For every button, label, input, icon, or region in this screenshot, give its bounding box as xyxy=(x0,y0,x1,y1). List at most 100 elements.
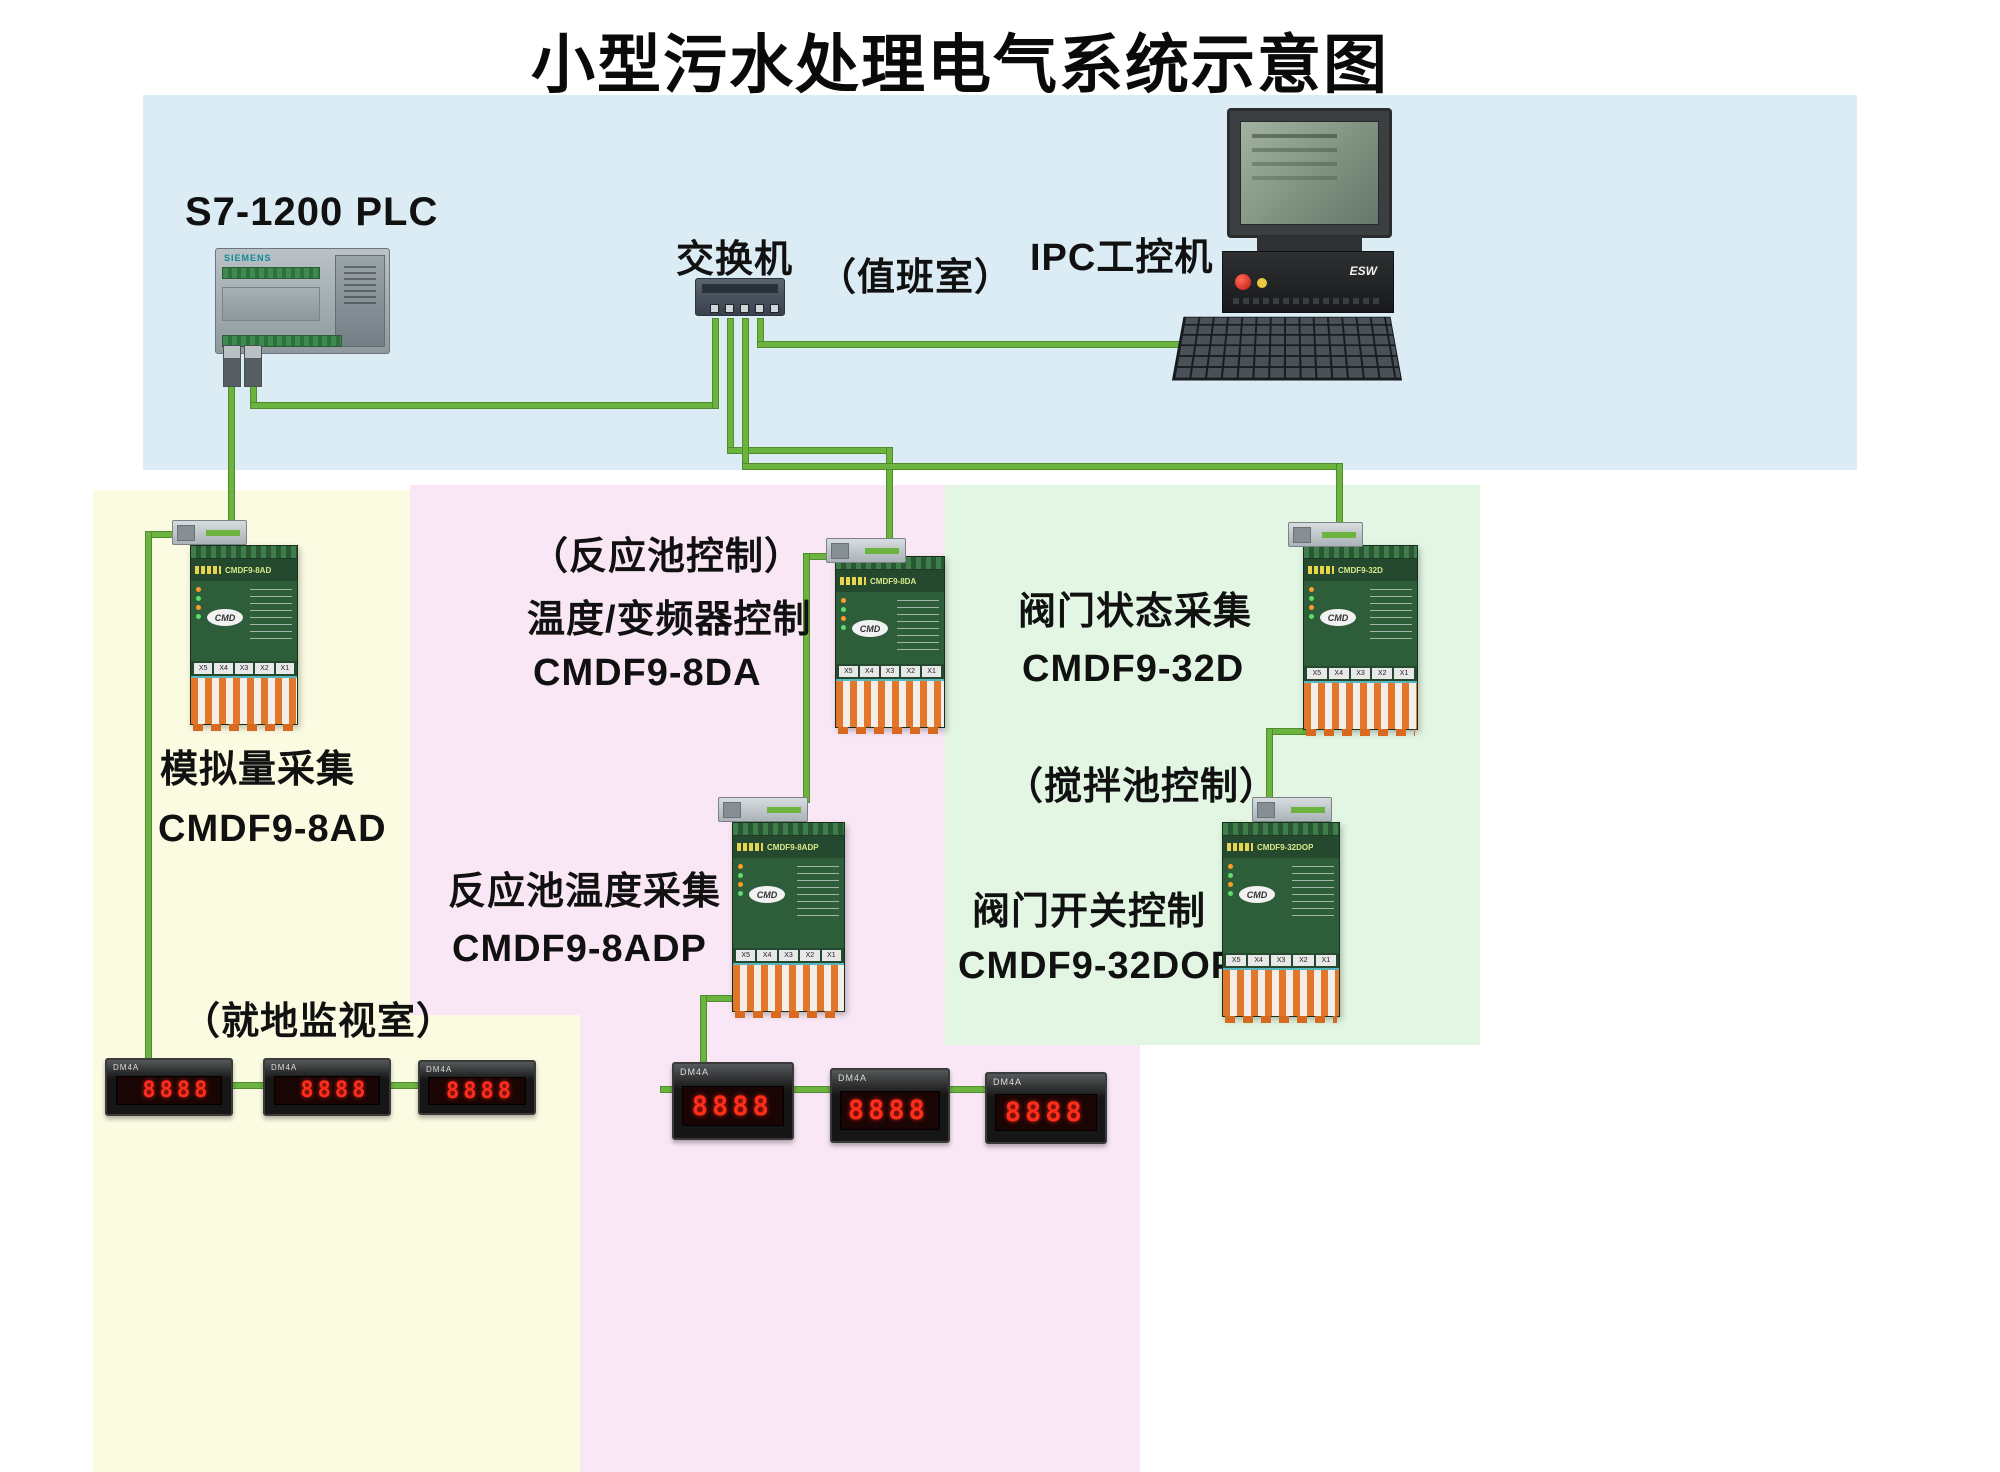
port-label: X2 xyxy=(1293,955,1314,966)
port-label: X1 xyxy=(1394,668,1414,679)
cmdf9-8adp-label: CMDF9-8ADP xyxy=(452,928,707,970)
meter-display: 8888 xyxy=(995,1094,1097,1132)
panel-meter: DM4A 8888 xyxy=(672,1062,794,1140)
module-spec-text xyxy=(897,600,939,654)
meter-digits: 8888 xyxy=(691,1090,773,1122)
module-header: CMDF9-8ADP xyxy=(733,836,844,858)
meter-digits: 8888 xyxy=(1004,1097,1086,1129)
panel-meter: DM4A 8888 xyxy=(985,1072,1107,1144)
local-monitoring-room-label: （就地监视室） xyxy=(182,1001,456,1043)
module-brand-logo: CMD xyxy=(207,609,243,626)
module-header: CMDF9-32D xyxy=(1304,559,1417,581)
chassis-brand-text: ESW xyxy=(1349,264,1377,278)
valve-switch-control-label: 阀门开关控制 xyxy=(972,891,1207,933)
module-port-labels: X5 X4 X3 X2 X1 xyxy=(191,661,297,676)
module-body: CMD xyxy=(836,592,944,664)
io-module-cmdf9-32d: CMDF9-32D CMD X5 X4 X3 X2 X1 xyxy=(1303,545,1418,736)
module-port-labels: X5 X4 X3 X2 X1 xyxy=(836,664,944,679)
module-spec-text xyxy=(250,589,292,643)
port-label: X5 xyxy=(194,663,213,674)
panel-meter: DM4A 8888 xyxy=(830,1068,950,1143)
module-status-leds xyxy=(1228,864,1233,896)
module-brand-logo: CMD xyxy=(749,886,785,903)
cable-32d-stub xyxy=(1266,728,1311,735)
module-model-text: CMDF9-8ADP xyxy=(767,842,819,852)
module-top-terminal xyxy=(1304,546,1417,559)
port-label: X5 xyxy=(736,950,756,961)
cable-switch-to-32d-run xyxy=(742,463,1343,470)
cable-8adp-stub xyxy=(700,995,736,1002)
temp-inverter-control-label: 温度/变频器控制 xyxy=(527,599,812,641)
cable-switch-riser-3 xyxy=(742,318,749,470)
module-model-text: CMDF9-8AD xyxy=(225,565,272,575)
module-logo-marks xyxy=(840,577,866,585)
module-terminal-blocks xyxy=(1304,681,1417,736)
module-port-labels: X5 X4 X3 X2 X1 xyxy=(733,948,844,963)
io-module-cmdf9-8adp: CMDF9-8ADP CMD X5 X4 X3 X2 X1 xyxy=(732,822,845,1018)
cable-8da-to-8adp xyxy=(803,553,810,803)
port-label: X1 xyxy=(922,666,941,677)
module-status-leds xyxy=(1309,587,1314,619)
module-header: CMDF9-32DOP xyxy=(1223,836,1339,858)
cable-switch-to-ipc xyxy=(757,341,1185,348)
port-label: X2 xyxy=(800,950,820,961)
cable-plc-to-switch xyxy=(250,402,719,409)
port-label: X2 xyxy=(255,663,274,674)
chassis-indicator xyxy=(1257,278,1267,288)
ipc-chassis: ESW xyxy=(1222,251,1394,313)
module-logo-marks xyxy=(737,843,763,851)
bus-connector-32dop xyxy=(1252,797,1332,822)
meter-model-label: DM4A xyxy=(838,1073,868,1083)
cable-plc-to-8ad xyxy=(228,383,235,523)
ipc-monitor xyxy=(1227,108,1392,238)
cable-8ad-stub xyxy=(145,531,175,538)
port-label: X4 xyxy=(214,663,233,674)
module-header: CMDF9-8DA xyxy=(836,570,944,592)
port-label: X3 xyxy=(880,666,900,677)
module-top-terminal xyxy=(191,546,297,559)
port-label: X2 xyxy=(901,666,921,677)
meter-model-label: DM4A xyxy=(271,1063,298,1072)
meter-model-label: DM4A xyxy=(426,1065,453,1074)
cable-switch-to-8da-drop xyxy=(886,447,893,542)
cable-switch-riser-1 xyxy=(712,318,719,409)
ethernet-switch xyxy=(695,278,785,316)
ipc-label: IPC工控机 xyxy=(1030,237,1214,279)
meter-digits: 8888 xyxy=(300,1078,370,1104)
plc-brand-text: SIEMENS xyxy=(224,253,272,263)
meter-digits: 8888 xyxy=(847,1094,929,1126)
cable-switch-to-32d-drop xyxy=(1336,463,1343,525)
cable-switch-riser-4 xyxy=(757,318,764,348)
module-terminal-blocks xyxy=(733,963,844,1018)
module-status-leds xyxy=(196,587,201,619)
module-body: CMD xyxy=(1304,581,1417,666)
module-body: CMD xyxy=(1223,858,1339,953)
module-logo-marks xyxy=(1308,566,1334,574)
reaction-pool-control-label: （反应池控制） xyxy=(530,536,804,578)
bus-connector-8ad xyxy=(172,520,247,545)
port-label: X3 xyxy=(1270,955,1292,966)
port-label: X1 xyxy=(821,950,842,961)
chassis-power-button xyxy=(1235,274,1251,290)
plc-cpu-panel xyxy=(222,287,320,321)
port-label: X2 xyxy=(1372,668,1393,679)
port-label: X3 xyxy=(778,950,799,961)
port-label: X4 xyxy=(1248,955,1269,966)
module-port-labels: X5 X4 X3 X2 X1 xyxy=(1304,666,1417,681)
reaction-pool-temp-label: 反应池温度采集 xyxy=(448,871,722,913)
cable-plc-drop xyxy=(250,383,257,409)
port-label: X3 xyxy=(234,663,254,674)
valve-status-label: 阀门状态采集 xyxy=(1018,591,1253,633)
cable-switch-riser-2 xyxy=(727,318,734,454)
cmdf9-8da-label: CMDF9-8DA xyxy=(533,652,762,694)
cmdf9-32d-label: CMDF9-32D xyxy=(1022,648,1245,690)
module-port-labels: X5 X4 X3 X2 X1 xyxy=(1223,953,1339,968)
module-body: CMD xyxy=(733,858,844,948)
panel-meter: DM4A 8888 xyxy=(418,1060,536,1115)
plc-terminal-strip-top xyxy=(222,267,320,279)
plc-device: SIEMENS xyxy=(215,248,390,387)
plc-label: S7-1200 PLC xyxy=(185,190,439,234)
module-terminal-blocks xyxy=(191,676,297,731)
module-body: CMD xyxy=(191,581,297,661)
module-model-text: CMDF9-8DA xyxy=(870,576,917,586)
